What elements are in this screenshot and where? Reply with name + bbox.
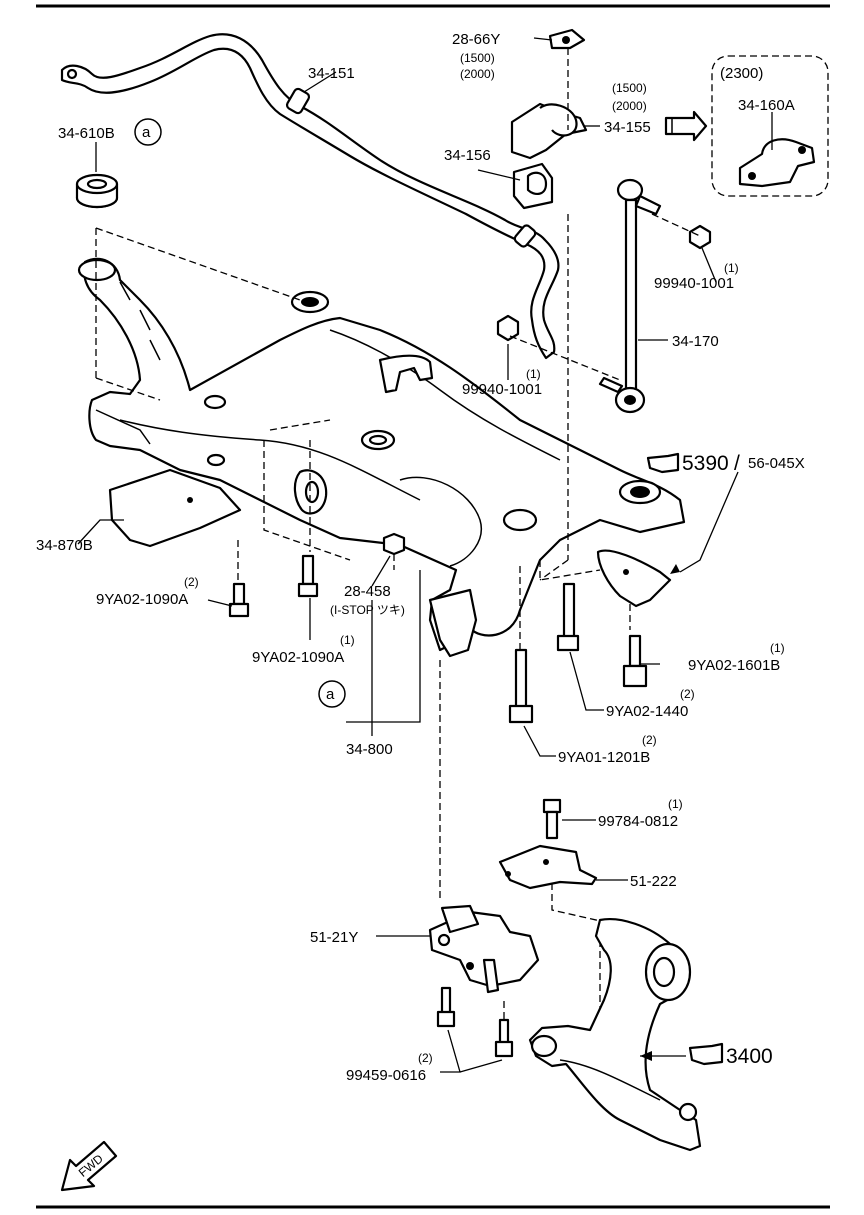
label-56-045x: 56-045X <box>748 455 805 472</box>
bolt-9ya02-1601b[interactable] <box>622 634 648 688</box>
label-34-610b: 34-610B <box>58 125 115 142</box>
lower-control-arm[interactable] <box>528 918 702 1152</box>
bolt-9ya01-1201b[interactable] <box>508 648 534 724</box>
label-istop: (I-STOP ツキ) <box>330 603 405 617</box>
pointing-hand-icon <box>646 452 680 474</box>
nut-99940-1001-right[interactable] <box>688 224 712 250</box>
label-qty-1-d: (1) <box>668 797 683 811</box>
label-qty-2-d: (2) <box>642 733 657 747</box>
nut-28-458[interactable] <box>382 532 406 556</box>
bracket-56-045x[interactable] <box>596 549 672 608</box>
label-qty-1-b: (1) <box>340 633 355 647</box>
label-5390: 5390 <box>682 452 729 475</box>
bushing-34-610b[interactable] <box>75 173 119 209</box>
label-qty-1-c: (1) <box>770 641 785 655</box>
plate-34-870b[interactable] <box>108 468 242 548</box>
label-34-170: 34-170 <box>672 333 719 350</box>
label-34-156: 34-156 <box>444 147 491 164</box>
label-51-21y: 51-21Y <box>310 929 358 946</box>
label-34-800: 34-800 <box>346 741 393 758</box>
nut-99940-1001-left[interactable] <box>496 314 520 342</box>
label-99940-1001-right: 99940-1001 <box>654 275 734 292</box>
double-arrow-icon <box>664 110 708 142</box>
label-9ya02-1090a-b: 9YA02-1090A <box>252 649 344 666</box>
stabilizer-bar[interactable] <box>60 33 560 360</box>
arrow-head-56-045x <box>670 564 680 574</box>
stabilizer-link-34-170[interactable] <box>598 178 662 414</box>
label-slash: / <box>734 452 740 475</box>
ref-circle-top <box>134 118 162 146</box>
bracket-51-222[interactable] <box>498 844 598 890</box>
label-99784-0812: 99784-0812 <box>598 813 678 830</box>
label-9ya02-1601b: 9YA02-1601B <box>688 657 780 674</box>
label-3400: 3400 <box>726 1045 773 1068</box>
label-28-66y: 28-66Y <box>452 31 500 48</box>
label-9ya02-1440: 9YA02-1440 <box>606 703 688 720</box>
label-qty-1-left-nut: (1) <box>526 367 541 381</box>
ref-circle-bottom <box>318 680 346 708</box>
label-qty-2-e: (2) <box>418 1051 433 1065</box>
label-34-151: 34-151 <box>308 65 355 82</box>
bolt-28-66Y[interactable] <box>548 28 586 50</box>
label-2300: (2300) <box>720 65 763 82</box>
label-qty-2-c: (2) <box>680 687 695 701</box>
pointing-hand-icon <box>688 1042 724 1066</box>
label-34-870b: 34-870B <box>36 537 93 554</box>
label-34-155: 34-155 <box>604 119 651 136</box>
bolt-99459-0616-b[interactable] <box>494 1018 514 1058</box>
bolt-9ya02-1440[interactable] <box>556 582 580 652</box>
bracket-34-160a[interactable] <box>738 138 816 188</box>
front-crossmember[interactable] <box>77 257 686 658</box>
bolt-99459-0616-a[interactable] <box>436 986 456 1028</box>
sensor-link-51-21y[interactable] <box>428 904 540 994</box>
label-ref-a-top: a <box>142 124 151 141</box>
leader-lines <box>77 37 773 1073</box>
bolt-9ya02-1090a-b[interactable] <box>297 554 319 598</box>
label-ref-a-bottom: a <box>326 686 335 703</box>
arrow-head-3400 <box>640 1051 652 1061</box>
label-1500-b: (1500) <box>612 81 647 95</box>
bolt-9ya02-1090a-a[interactable] <box>228 582 250 618</box>
label-99459-0616: 99459-0616 <box>346 1067 426 1084</box>
label-qty-1-right-nut: (1) <box>724 261 739 275</box>
label-2000-a: (2000) <box>460 67 495 81</box>
fwd-arrow-icon <box>60 1140 118 1192</box>
label-9ya02-1090a-a: 9YA02-1090A <box>96 591 188 608</box>
label-1500-a: (1500) <box>460 51 495 65</box>
label-51-222: 51-222 <box>630 873 677 890</box>
label-2000-b: (2000) <box>612 99 647 113</box>
label-99940-1001-left: 99940-1001 <box>462 381 542 398</box>
label-34-160a: 34-160A <box>738 97 795 114</box>
bolt-99784-0812[interactable] <box>542 798 562 840</box>
label-9ya01-1201b: 9YA01-1201B <box>558 749 650 766</box>
bushing-34-156[interactable] <box>512 162 554 210</box>
bracket-34-155[interactable] <box>510 102 588 160</box>
label-qty-2-a: (2) <box>184 575 199 589</box>
label-28-458: 28-458 <box>344 583 391 600</box>
